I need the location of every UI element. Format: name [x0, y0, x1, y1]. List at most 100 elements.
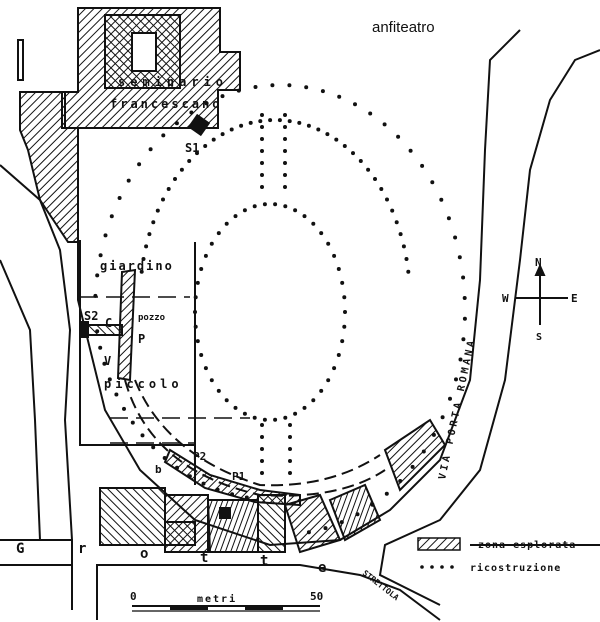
reconstruction-dot	[179, 167, 184, 172]
reconstruction-dot	[283, 125, 287, 129]
reconstruction-dot	[343, 310, 347, 314]
reconstruction-dot	[95, 273, 100, 278]
reconstruction-dot	[353, 102, 357, 107]
reconstruction-dot	[270, 83, 275, 88]
reconstruction-dot	[288, 423, 292, 427]
reconstruction-dot	[410, 464, 415, 469]
compass-east: E	[571, 292, 578, 305]
reconstruction-dot	[268, 118, 273, 123]
reconstruction-dot	[148, 147, 153, 152]
reconstruction-dot	[242, 411, 247, 416]
reconstruction-dot	[288, 459, 292, 463]
reconstruction-dot	[173, 177, 177, 181]
reconstruction-dot	[230, 492, 235, 497]
reconstruction-dot	[382, 122, 387, 127]
reconstruction-dot	[390, 208, 395, 213]
reconstruction-dot	[109, 214, 114, 219]
reconstruction-dot	[252, 204, 257, 209]
reconstruction-dot	[431, 432, 436, 437]
reconstruction-dot	[199, 267, 204, 271]
reconstruction-dot	[398, 479, 403, 483]
reconstruction-dot	[302, 405, 307, 410]
scale-start: 0	[130, 590, 137, 603]
compass-west: W	[502, 292, 509, 305]
reconstruction-dot	[242, 208, 247, 213]
reconstruction-dot	[260, 113, 264, 117]
label-s1: S1	[185, 141, 199, 155]
reconstruction-dot	[342, 324, 347, 329]
reconstruction-dot	[144, 244, 149, 249]
reconstruction-dot	[293, 208, 298, 213]
reconstruction-dot	[229, 127, 234, 132]
reconstruction-dot	[215, 487, 220, 492]
reconstruction-dot	[102, 361, 107, 366]
reconstruction-dot	[262, 202, 267, 207]
reconstruction-dot	[93, 293, 98, 298]
reconstruction-dot	[340, 280, 345, 285]
label-pozzo: pozzo	[138, 313, 165, 323]
reconstruction-dot	[336, 353, 341, 357]
reconstruction-dot	[103, 233, 108, 238]
reconstruction-dot	[439, 197, 444, 202]
reconstruction-dot	[193, 324, 198, 329]
reconstruction-dot	[258, 119, 263, 124]
reconstruction-dot	[394, 220, 399, 225]
label-v: V	[104, 354, 111, 368]
reconstruction-dot	[366, 167, 371, 172]
scale-end: 50	[310, 590, 323, 603]
reconstruction-dot	[260, 459, 264, 463]
reconstruction-dot	[288, 435, 292, 439]
reconstruction-dot	[139, 269, 144, 274]
reconstruction-dot	[342, 144, 347, 148]
reconstruction-dot	[379, 187, 384, 191]
reconstruction-dot	[458, 357, 463, 362]
label-b: b	[155, 463, 162, 476]
reconstruction-dot	[277, 118, 282, 123]
garden-division-lines	[80, 296, 250, 444]
reconstruction-dot	[297, 120, 302, 125]
grotte-letter: t	[200, 550, 208, 566]
reconstruction-dot	[151, 220, 156, 225]
reconstruction-dot	[355, 512, 360, 517]
reconstruction-dot	[260, 137, 264, 141]
reconstruction-dot	[398, 232, 403, 237]
scale-bar	[132, 605, 320, 612]
reconstruction-dot	[351, 151, 355, 156]
reconstruction-dot	[306, 123, 311, 128]
reconstruction-dot	[195, 280, 200, 285]
legend-reconstruction-swatch	[420, 565, 454, 569]
reconstruction-dot	[114, 392, 119, 397]
reconstruction-dot	[126, 178, 131, 183]
reconstruction-dot	[334, 137, 339, 142]
compass-rose	[515, 263, 568, 325]
legend: zona esplorata ricostruzione	[417, 537, 575, 574]
label-p1: P1	[232, 470, 246, 483]
reconstruction-dot	[220, 132, 225, 137]
reconstruction-dot	[337, 94, 342, 99]
reconstruction-dot	[137, 162, 142, 167]
reconstruction-dot	[203, 366, 208, 371]
reconstruction-dot	[283, 173, 287, 177]
reconstruction-dot	[446, 216, 451, 221]
reconstruction-dot	[209, 378, 214, 383]
reconstruction-dot	[187, 474, 192, 479]
label-seminario: seminario	[118, 75, 228, 89]
reconstruction-dot	[211, 137, 216, 142]
reconstruction-dot	[273, 202, 278, 207]
label-francescano: francescano	[110, 97, 222, 111]
reconstruction-dot	[336, 267, 341, 271]
reconstruction-dot	[385, 197, 389, 202]
reconstructed-wall-arcs	[124, 379, 386, 497]
reconstruction-dot	[239, 123, 244, 128]
compass-north: N	[535, 256, 542, 269]
reconstruction-dot	[151, 445, 156, 450]
label-s2: S2	[84, 309, 98, 323]
reconstruction-dot	[236, 88, 241, 93]
reconstruction-dot	[155, 208, 160, 213]
reconstruction-dot	[233, 405, 238, 410]
reconstruction-dot	[262, 417, 267, 422]
label-c: C	[105, 316, 112, 330]
reconstruction-dot	[384, 491, 389, 496]
